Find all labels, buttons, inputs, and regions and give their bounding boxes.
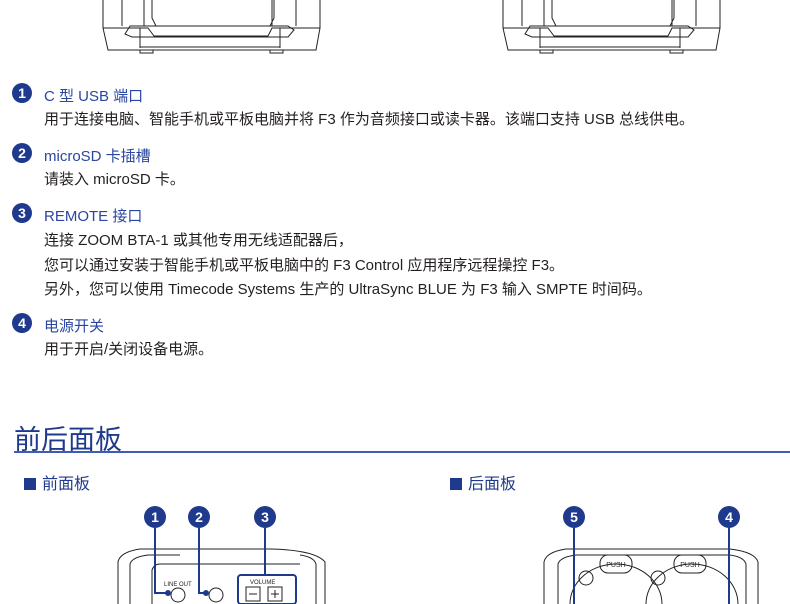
item-description: 另外，您可以使用 Timecode Systems 生产的 UltraSync … <box>44 281 652 298</box>
item-description: 用于连接电脑、智能手机或平板电脑并将 F3 作为音频接口或读卡器。该端口支持 U… <box>44 111 695 128</box>
item-title: microSD 卡插槽 <box>44 148 151 165</box>
push-label-right: PUSH <box>680 562 699 569</box>
push-label-left: PUSH <box>606 562 625 569</box>
number-badge: 1 <box>12 83 32 103</box>
callout-1: 1 <box>151 509 159 525</box>
number-badge: 2 <box>12 143 32 163</box>
heading-rule <box>14 451 790 453</box>
number-badge: 3 <box>12 203 32 223</box>
number-badge: 4 <box>12 313 32 333</box>
line-out-label: LINE OUT <box>164 582 192 588</box>
item-title: C 型 USB 端口 <box>44 88 144 105</box>
callout-badges: 1 2 3 <box>144 506 276 528</box>
callout-5: 5 <box>570 509 578 525</box>
front-panel-text: 前面板 <box>42 476 91 493</box>
volume-label: VOLUME <box>250 580 275 586</box>
square-bullet-icon <box>450 478 462 490</box>
rear-panel-illustration: PUSH PUSH 5 4 <box>543 506 759 604</box>
callout-2: 2 <box>195 509 203 525</box>
callout-3: 3 <box>261 509 269 525</box>
section-heading: 前后面板 <box>14 425 122 455</box>
front-panel-label: 前面板 <box>24 470 90 494</box>
callout-4: 4 <box>725 509 733 525</box>
item-description: 请装入 microSD 卡。 <box>44 171 185 188</box>
item-description: 连接 ZOOM BTA-1 或其他专用无线适配器后， <box>44 232 353 249</box>
square-bullet-icon <box>24 478 36 490</box>
device-bottom-illustration-left <box>102 0 321 54</box>
item-title: REMOTE 接口 <box>44 208 143 225</box>
rear-panel-text: 后面板 <box>468 476 517 493</box>
item-description: 您可以通过安装于智能手机或平板电脑中的 F3 Control 应用程序远程操控 … <box>44 257 565 274</box>
rear-panel-label: 后面板 <box>450 470 516 494</box>
front-panel-illustration: LINE OUT VOLUME 1 2 3 <box>117 506 326 604</box>
device-bottom-illustration-right <box>502 0 721 54</box>
item-description: 用于开启/关闭设备电源。 <box>44 341 214 358</box>
item-title: 电源开关 <box>44 318 105 335</box>
